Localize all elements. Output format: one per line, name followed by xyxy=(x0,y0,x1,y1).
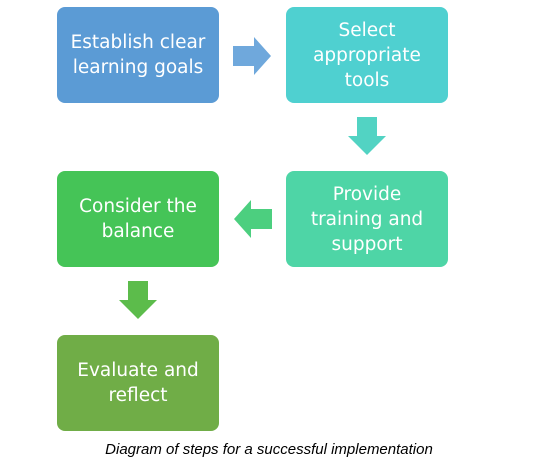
step-establish-clear-learning-goals: Establish clear learning goals xyxy=(57,7,219,103)
step-provide-training-and-support: Provide training and support xyxy=(286,171,448,267)
diagram-caption: Diagram of steps for a successful implem… xyxy=(105,441,433,458)
step-evaluate-and-reflect: Evaluate and reflect xyxy=(57,335,219,431)
step-select-appropriate-tools: Select appropriate tools xyxy=(286,7,448,103)
arrow-down-icon xyxy=(348,117,386,155)
step-consider-the-balance: Consider the balance xyxy=(57,171,219,267)
arrow-right-icon xyxy=(233,37,271,75)
arrow-down-icon xyxy=(119,281,157,319)
arrow-left-icon xyxy=(234,200,272,238)
